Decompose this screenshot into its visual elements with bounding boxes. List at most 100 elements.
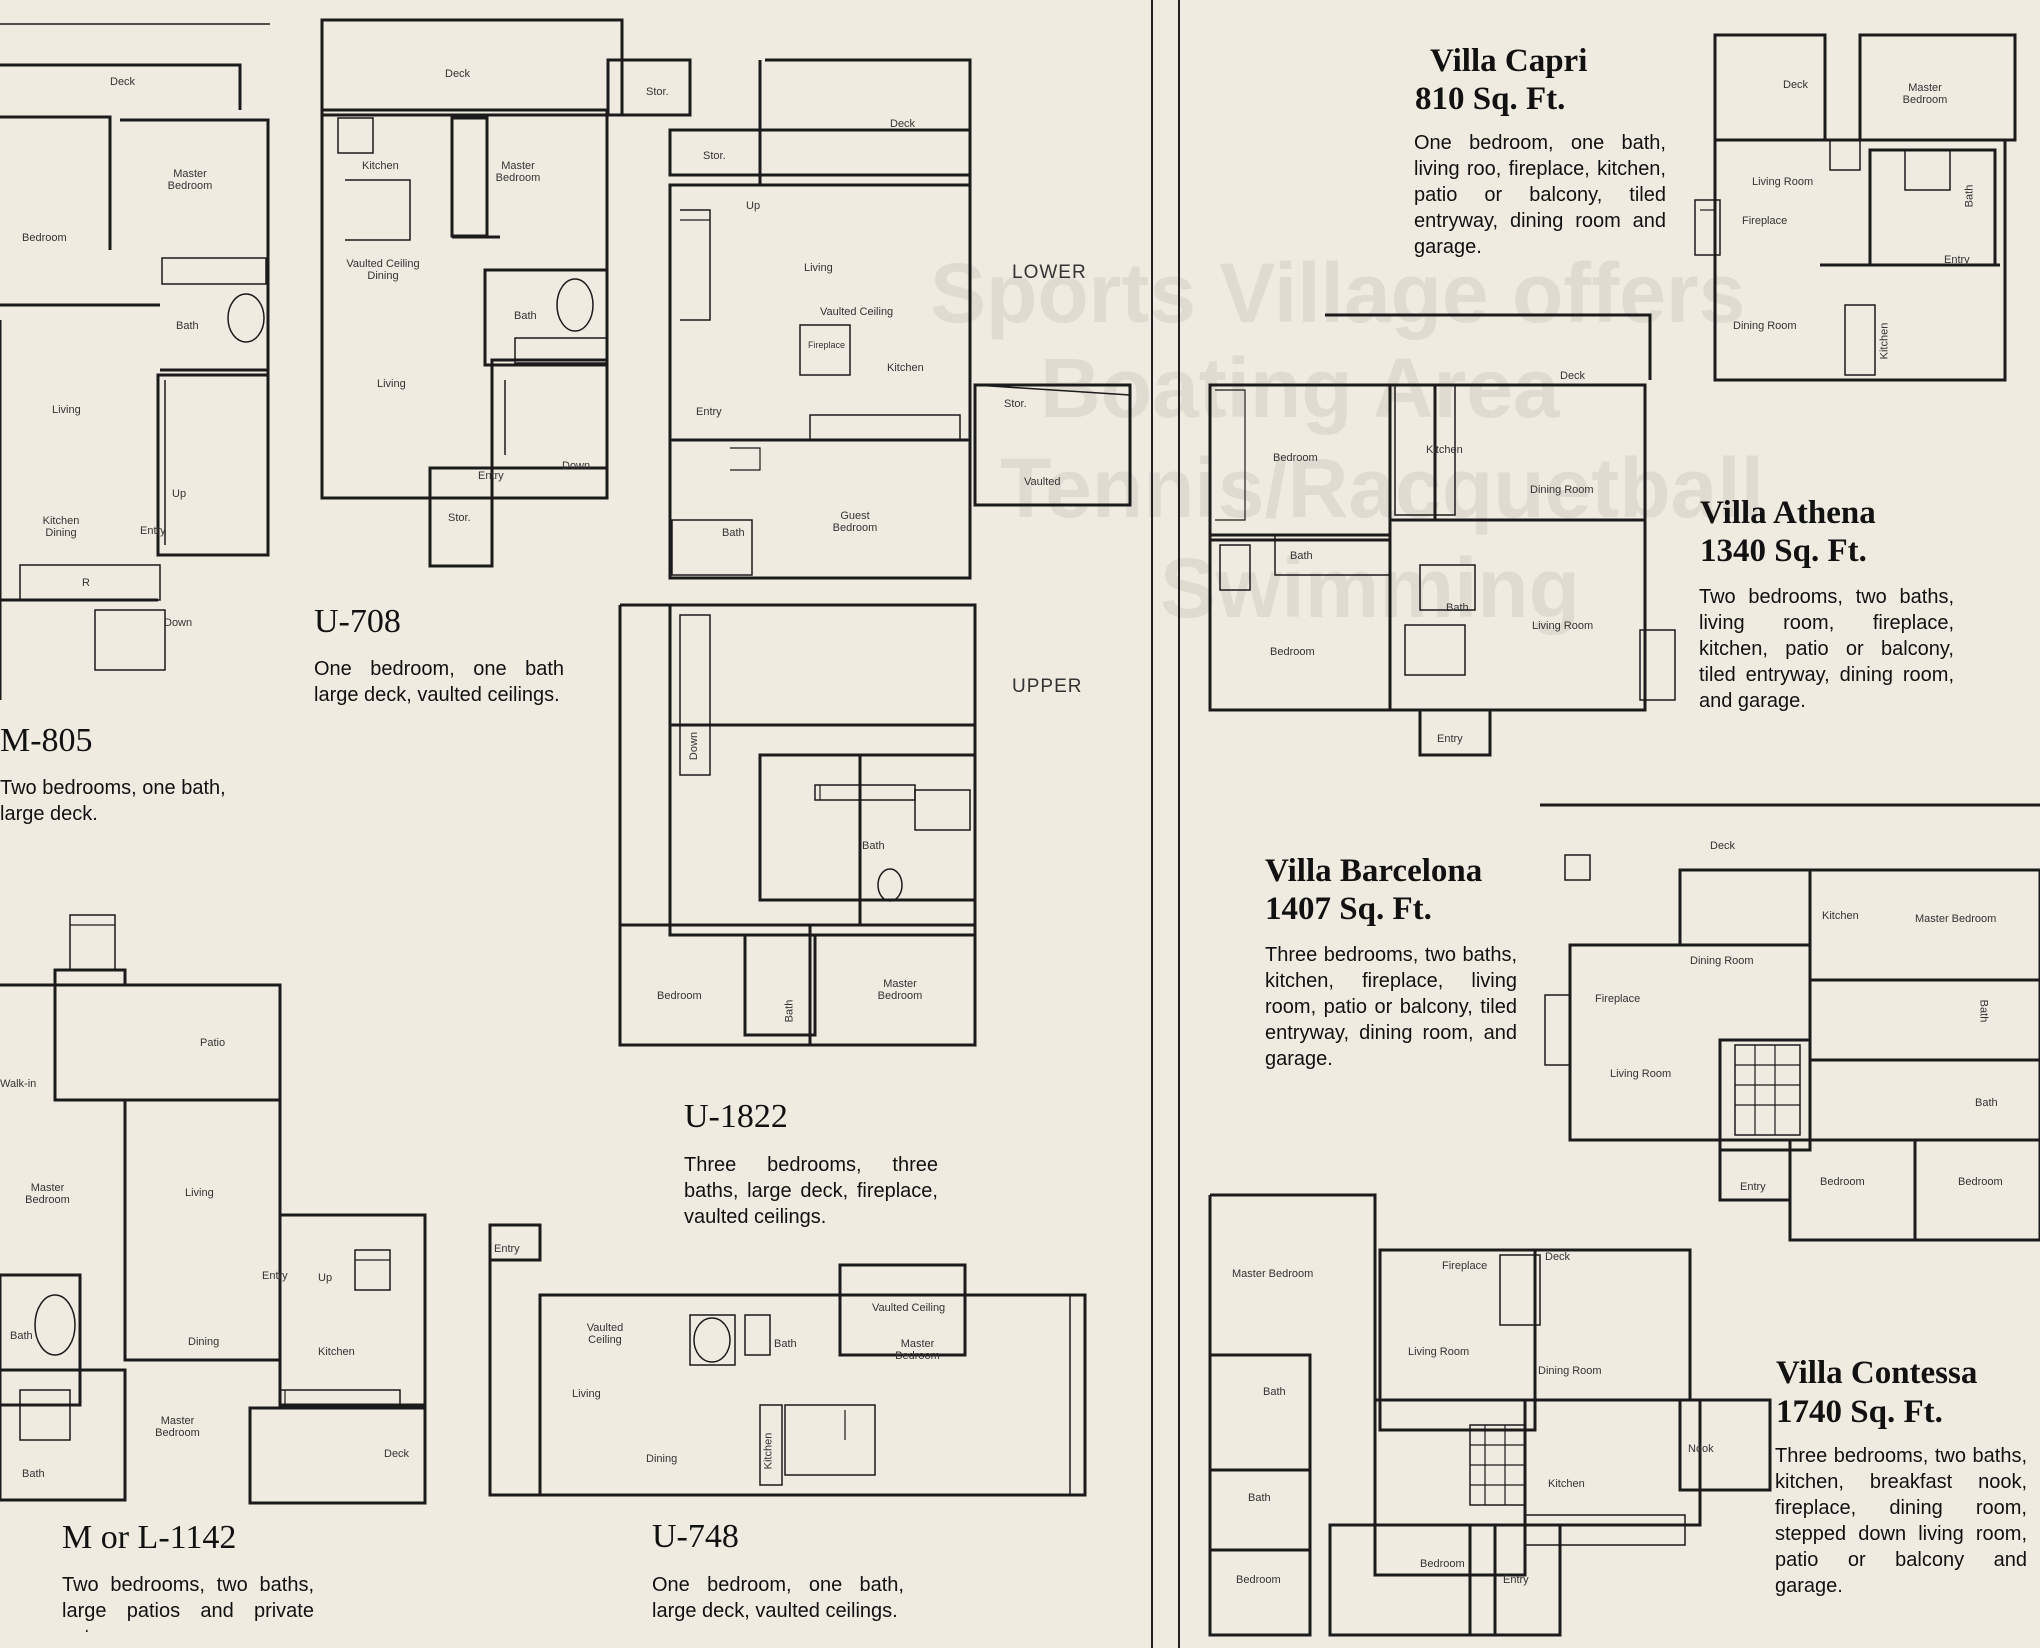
- ml1142-bath-label: Bath: [10, 1330, 33, 1342]
- m805-model-title: M-805: [0, 722, 93, 759]
- ghost-heading-2: Boating Area: [1040, 341, 1560, 435]
- u1822-entry-label: Entry: [696, 406, 722, 418]
- villa-barcelona-sqft: 1407 Sq. Ft.: [1265, 891, 1432, 927]
- m805-up-label: Up: [172, 488, 187, 500]
- ml1142-master2-label: Master Bedroom: [155, 1415, 200, 1439]
- u708-living-label: Living: [377, 378, 406, 390]
- u1822-guest-label: Guest Bedroom: [832, 510, 878, 534]
- u1822-stor-label: Stor.: [703, 150, 726, 162]
- u748-model-title: U-748: [652, 1518, 739, 1555]
- m805-entry-label: Entry: [140, 525, 166, 537]
- villa-capri-sqft: 810 Sq. Ft.: [1415, 81, 1566, 117]
- capri-master-label: Master Bedroom: [1902, 82, 1948, 106]
- m805-deck-label: Deck: [110, 76, 136, 88]
- plan-villa-capri-drawing: [1694, 33, 2017, 382]
- u708-stor2-label: Stor.: [448, 512, 471, 524]
- u1822-model-title: U-1822: [684, 1098, 788, 1135]
- capri-entry-label: Entry: [1944, 254, 1970, 266]
- athena-living-label: Living Room: [1532, 620, 1594, 632]
- u1822-down-label: Down: [688, 731, 701, 761]
- u748-kitchen-label: Kitchen: [762, 1432, 775, 1470]
- u748-dining-label: Dining: [646, 1453, 678, 1465]
- barcelona-dining-label: Dining Room: [1690, 955, 1754, 967]
- u708-deck-label: Deck: [445, 68, 471, 80]
- contessa-deck-label: Deck: [1545, 1251, 1571, 1263]
- barcelona-entry-label: Entry: [1740, 1181, 1766, 1193]
- u748-entry-label: Entry: [494, 1243, 520, 1255]
- u708-bath-label: Bath: [514, 310, 537, 322]
- athena-entry-label: Entry: [1437, 733, 1463, 745]
- page-fold-right: [1178, 0, 1180, 1648]
- barcelona-bedroom2-label: Bedroom: [1958, 1176, 2003, 1188]
- ghost-heading-1: Sports Village offers: [930, 246, 1746, 340]
- u1822-bedroom-label: Bedroom: [657, 990, 702, 1002]
- u708-kitchen-label: Kitchen: [362, 160, 399, 172]
- capri-dining-label: Dining Room: [1733, 320, 1797, 332]
- ml1142-kitchen-label: Kitchen: [318, 1346, 355, 1358]
- plan-ml1142-drawing: [0, 914, 427, 1505]
- u748-vaulted2-label: Vaulted Ceiling: [872, 1302, 946, 1314]
- u1822-vaulted-label: Vaulted Ceiling: [820, 306, 894, 318]
- ml1142-patio-label: Patio: [200, 1037, 226, 1049]
- contessa-nook-label: Nook: [1688, 1443, 1714, 1455]
- ml1142-dining-label: Dining: [188, 1336, 220, 1348]
- barcelona-bath2-label: Bath: [1975, 1097, 1998, 1109]
- u1822-vaulted2-label: Vaulted: [1024, 476, 1061, 488]
- contessa-bedroom-label: Bedroom: [1420, 1558, 1465, 1570]
- contessa-bedroom2-label: Bedroom: [1236, 1574, 1281, 1586]
- u708-master-label: Master Bedroom: [495, 160, 541, 184]
- contessa-master-label: Master Bedroom: [1232, 1268, 1314, 1280]
- villa-capri-name: Villa Capri: [1430, 43, 1588, 79]
- villa-athena-description: Two bedrooms, two baths, living room, fi…: [1699, 586, 1954, 712]
- u708-stor-label: Stor.: [646, 86, 669, 98]
- u1822-master-label: Master Bedroom: [877, 978, 923, 1002]
- page-fold-left: [1151, 0, 1153, 1648]
- m805-bedroom-label: Bedroom: [22, 232, 67, 244]
- plan-u1822-upper-drawing: [618, 603, 977, 1047]
- m805-master-label: Master Bedroom: [167, 168, 213, 192]
- ml1142-entry-label: Entry: [262, 1270, 288, 1282]
- u708-vaulted-label: Vaulted Ceiling Dining: [346, 258, 420, 282]
- u748-bath-label: Bath: [774, 1338, 797, 1350]
- m805-bath-label: Bath: [176, 320, 199, 332]
- m805-description: Two bedrooms, one bath, large deck.: [0, 777, 226, 825]
- villa-contessa-description: Three bedrooms, two baths, kitchen, brea…: [1775, 1445, 2027, 1597]
- plan-u708-drawing: [320, 18, 692, 568]
- u1822-up-label: Up: [746, 200, 761, 212]
- u1822-living-label: Living: [804, 262, 833, 274]
- capri-bath-label: Bath: [1963, 184, 1976, 208]
- barcelona-deck-label: Deck: [1710, 840, 1736, 852]
- villa-barcelona-description: Three bedrooms, two baths, kitchen, fire…: [1265, 944, 1517, 1070]
- barcelona-bath-label: Bath: [1977, 999, 1990, 1023]
- ml1142-master-label: Master Bedroom: [25, 1182, 70, 1206]
- barcelona-fireplace-label: Fireplace: [1595, 993, 1641, 1005]
- athena-bath-label: Bath: [1290, 550, 1313, 562]
- u1822-deck-label: Deck: [890, 118, 916, 130]
- m805-r-label: R: [82, 577, 90, 589]
- contessa-kitchen-label: Kitchen: [1548, 1478, 1585, 1490]
- m805-kitchen-label: Kitchen Dining: [42, 515, 80, 539]
- athena-bath2-label: Bath: [1446, 602, 1469, 614]
- capri-living-label: Living Room: [1752, 176, 1814, 188]
- villa-athena-sqft: 1340 Sq. Ft.: [1700, 533, 1867, 569]
- u1822-bath2-label: Bath: [862, 840, 885, 852]
- u708-model-title: U-708: [314, 603, 401, 640]
- u708-down-label: Down: [562, 460, 591, 472]
- u748-description: One bedroom, one bath, large deck, vault…: [652, 1574, 904, 1622]
- villa-barcelona-name: Villa Barcelona: [1265, 853, 1483, 889]
- u748-living-label: Living: [572, 1388, 601, 1400]
- u1822-upper-label: UPPER: [1012, 676, 1083, 697]
- ml1142-living-label: Living: [185, 1187, 214, 1199]
- contessa-fireplace-label: Fireplace: [1442, 1260, 1488, 1272]
- contessa-bath2-label: Bath: [1248, 1492, 1271, 1504]
- ml1142-up-label: Up: [318, 1272, 333, 1284]
- u748-master-label: Master Bedroom: [895, 1338, 940, 1362]
- u708-description: One bedroom, one bath large deck, vaulte…: [314, 658, 564, 706]
- plan-villa-contessa-drawing: [1208, 1193, 1772, 1637]
- u1822-bath-label: Bath: [722, 527, 745, 539]
- plan-m805-drawing: [0, 63, 270, 700]
- barcelona-master-label: Master Bedroom: [1915, 913, 1997, 925]
- u748-vaulted-label: Vaulted Ceiling: [586, 1322, 624, 1346]
- athena-bedroom2-label: Bedroom: [1270, 646, 1315, 658]
